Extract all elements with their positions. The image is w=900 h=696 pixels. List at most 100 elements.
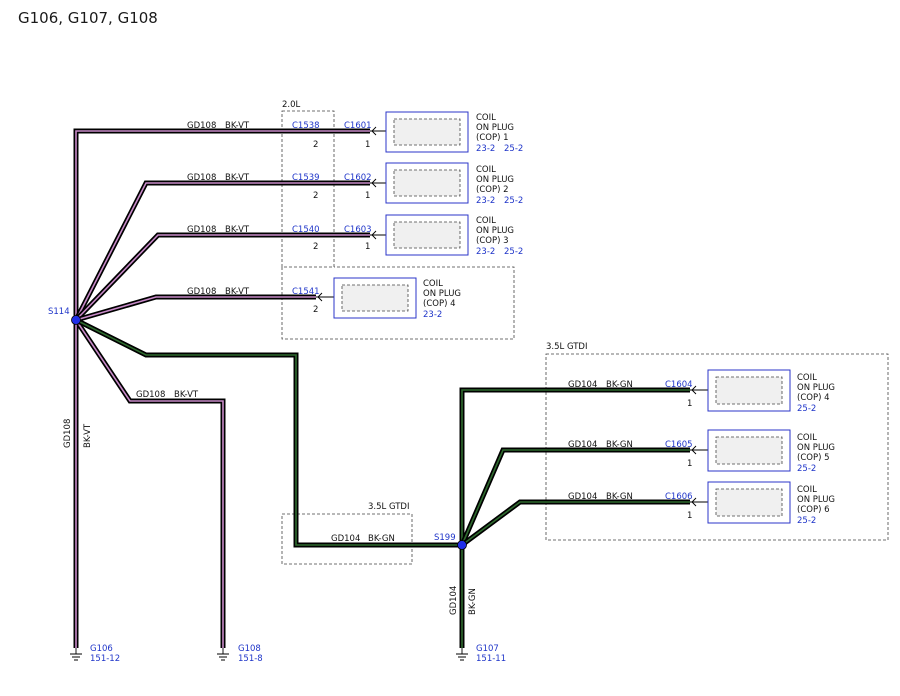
svg-text:(COP) 5: (COP) 5 — [797, 453, 830, 463]
wires-bk-vt — [73, 128, 370, 648]
group-box-3-5l-right — [545, 353, 889, 541]
ground-g106: G106 151-12 — [70, 644, 120, 664]
svg-text:ON PLUG: ON PLUG — [476, 123, 514, 133]
svg-text:(COP) 1: (COP) 1 — [476, 133, 509, 143]
connector-label: C1539 — [292, 173, 320, 183]
wire-label-gd108-vertical: GD108 — [63, 419, 73, 448]
connector-labels-3-5l: C1604 1 C1605 1 C1606 1 — [665, 380, 693, 521]
coil-on-plug-5: COIL ON PLUG (COP) 5 25-2 — [690, 429, 835, 474]
wire-label-gd108: GD108 — [187, 121, 216, 131]
group-label-3-5l-mid: 3.5L GTDI — [368, 502, 409, 512]
svg-text:(COP) 2: (COP) 2 — [476, 185, 509, 195]
svg-text:(COP) 4: (COP) 4 — [423, 299, 456, 309]
connector-pin: 2 — [313, 242, 318, 252]
ground-g108: G108 151-8 — [217, 644, 263, 664]
connector-pin: 2 — [313, 305, 318, 315]
connector-label: C1602 — [344, 173, 372, 183]
svg-text:151-11: 151-11 — [476, 654, 506, 664]
wire-label-bk-gn-vertical: BK-GN — [468, 588, 478, 615]
splice-s114-dot — [71, 315, 81, 325]
svg-text:25-2: 25-2 — [504, 196, 523, 206]
splice-s199-dot — [457, 540, 467, 550]
connector-pin: 1 — [687, 459, 692, 469]
svg-text:(COP) 4: (COP) 4 — [797, 393, 830, 403]
svg-text:25-2: 25-2 — [797, 516, 816, 526]
wire-label-gd108: GD108 — [187, 225, 216, 235]
svg-text:23-2: 23-2 — [423, 310, 442, 320]
svg-text:ON PLUG: ON PLUG — [423, 289, 461, 299]
wire-label-gd104: GD104 — [331, 534, 360, 544]
wire-label-gd108: GD108 — [187, 173, 216, 183]
coil-on-plug-4-3-5l: COIL ON PLUG (COP) 4 25-2 — [690, 369, 835, 414]
connector-pin: 1 — [365, 242, 370, 252]
svg-text:G107: G107 — [476, 644, 499, 654]
svg-text:G108: G108 — [238, 644, 261, 654]
page-title: G106, G107, G108 — [18, 9, 158, 27]
wire-label-bk-vt: BK-VT — [225, 173, 250, 183]
svg-text:23-2: 23-2 — [476, 196, 495, 206]
svg-text:ON PLUG: ON PLUG — [797, 383, 835, 393]
wire-label-bk-vt: BK-VT — [225, 225, 250, 235]
connector-pin: 1 — [687, 399, 692, 409]
splice-label-s114: S114 — [48, 307, 70, 317]
wire-label-bk-gn: BK-GN — [606, 380, 633, 390]
wire-label-gd108: GD108 — [187, 287, 216, 297]
svg-text:(COP) 6: (COP) 6 — [797, 505, 830, 515]
coil-on-plug-6: COIL ON PLUG (COP) 6 25-2 — [690, 481, 835, 526]
wire-label-gd108: GD108 — [136, 390, 165, 400]
connector-labels-2-0l: C1538 2 C1601 1 C1539 2 C1602 1 C1540 2 … — [292, 121, 372, 315]
svg-text:COIL: COIL — [476, 216, 496, 226]
connector-label: C1601 — [344, 121, 372, 131]
coil-on-plug-2: COIL ON PLUG (COP) 2 23-2 25-2 — [370, 162, 523, 206]
svg-text:ON PLUG: ON PLUG — [476, 226, 514, 236]
connector-pin: 1 — [687, 511, 692, 521]
connector-label: C1540 — [292, 225, 320, 235]
connector-pin: 1 — [365, 140, 370, 150]
svg-text:151-8: 151-8 — [238, 654, 263, 664]
svg-text:25-2: 25-2 — [797, 404, 816, 414]
wire-labels: GD108 BK-VT GD108 BK-VT GD108 BK-VT GD10… — [63, 121, 633, 615]
svg-text:COIL: COIL — [797, 433, 817, 443]
svg-text:25-2: 25-2 — [504, 144, 523, 154]
connector-label: C1541 — [292, 287, 320, 297]
splice-label-s199: S199 — [434, 533, 456, 543]
group-box-2-0l-upper — [281, 110, 335, 268]
wire-label-bk-gn: BK-GN — [606, 492, 633, 502]
svg-text:(COP) 3: (COP) 3 — [476, 236, 509, 246]
wire-label-bk-gn: BK-GN — [606, 440, 633, 450]
connector-pin: 1 — [365, 191, 370, 201]
connector-pin: 2 — [313, 191, 318, 201]
wire-label-bk-gn: BK-GN — [368, 534, 395, 544]
svg-text:ON PLUG: ON PLUG — [797, 495, 835, 505]
svg-text:151-12: 151-12 — [90, 654, 120, 664]
svg-text:ON PLUG: ON PLUG — [797, 443, 835, 453]
connector-pin: 2 — [313, 140, 318, 150]
coil-on-plug-4-2-0l: COIL ON PLUG (COP) 4 23-2 — [316, 277, 461, 320]
svg-text:COIL: COIL — [797, 485, 817, 495]
svg-text:COIL: COIL — [476, 165, 496, 175]
svg-text:COIL: COIL — [476, 113, 496, 123]
wire-label-gd104: GD104 — [568, 440, 597, 450]
wire-label-bk-vt: BK-VT — [225, 121, 250, 131]
svg-text:23-2: 23-2 — [476, 247, 495, 257]
wire-label-bk-vt-vertical: BK-VT — [83, 423, 93, 448]
group-box-2-0l-lower — [281, 266, 515, 340]
connector-label: C1604 — [665, 380, 693, 390]
connector-label: C1538 — [292, 121, 320, 131]
svg-text:ON PLUG: ON PLUG — [476, 175, 514, 185]
svg-text:23-2: 23-2 — [476, 144, 495, 154]
svg-text:G106: G106 — [90, 644, 113, 654]
wire-label-gd104: GD104 — [568, 380, 597, 390]
svg-text:25-2: 25-2 — [797, 464, 816, 474]
svg-text:COIL: COIL — [423, 279, 443, 289]
ground-g107: G107 151-11 — [456, 644, 506, 664]
svg-text:25-2: 25-2 — [504, 247, 523, 257]
coil-on-plug-1: COIL ON PLUG (COP) 1 23-2 25-2 — [370, 111, 523, 154]
group-label-3-5l-right: 3.5L GTDI — [546, 342, 587, 352]
wires-bk-gn — [74, 317, 690, 648]
coil-on-plug-3: COIL ON PLUG (COP) 3 23-2 25-2 — [370, 214, 523, 257]
wire-label-gd104: GD104 — [568, 492, 597, 502]
connector-label: C1605 — [665, 440, 693, 450]
group-box-3-5l-mid — [281, 513, 413, 565]
group-label-2-0l: 2.0L — [282, 100, 301, 110]
